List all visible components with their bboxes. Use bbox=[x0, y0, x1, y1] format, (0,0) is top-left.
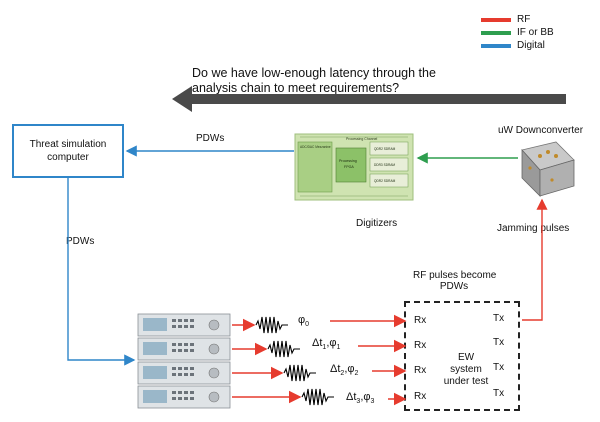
ew-tx-port: Tx bbox=[493, 388, 505, 399]
latency-question-line2: analysis chain to meet requirements? bbox=[192, 81, 400, 95]
pulse-label-2: Δt2,φ2 bbox=[330, 363, 359, 378]
legend-label-digital: Digital bbox=[517, 40, 545, 51]
digitizer-center-block-line2: FPGA bbox=[344, 165, 354, 169]
latency-question-line1: Do we have low-enough latency through th… bbox=[192, 66, 436, 80]
digitizer-board-title: Processing Channel bbox=[346, 137, 378, 141]
uw-downconverter-image bbox=[521, 141, 575, 197]
ew-system-label-line2: system bbox=[450, 364, 482, 375]
pulse-waveform-3 bbox=[301, 388, 334, 406]
pulse-waveforms bbox=[255, 316, 334, 406]
pdw-link-computer-to-generators bbox=[67, 178, 136, 366]
ew-tx-port: Tx bbox=[493, 313, 505, 324]
rf-ew-arrows bbox=[330, 314, 407, 406]
ew-system-box bbox=[404, 301, 520, 411]
pulse-waveform-2 bbox=[283, 364, 316, 382]
threat-box-line1: Threat simulation bbox=[29, 139, 107, 150]
legend-swatch-digital bbox=[481, 43, 511, 48]
ew-system-label-line1: EW bbox=[457, 352, 475, 363]
threat-simulation-computer-box: Threat simulation computer bbox=[12, 124, 124, 178]
rf-link-jamming-pulses bbox=[522, 198, 548, 321]
legend-swatch-if-bb bbox=[481, 30, 511, 35]
rf-pulses-label: RF pulses become PDWs bbox=[413, 270, 497, 292]
digitizer-center-block-line1: Processing bbox=[339, 159, 357, 163]
threat-box-line2: computer bbox=[47, 152, 89, 163]
signal-generator-stack bbox=[137, 313, 231, 409]
pulse-waveform-0 bbox=[255, 316, 288, 334]
pulse-label-3: Δt3,φ3 bbox=[346, 391, 375, 406]
rf-pulses-label-line1: RF pulses become bbox=[413, 270, 497, 281]
ew-system-label: EW system under test bbox=[436, 352, 496, 388]
ew-system-label-line3: under test bbox=[443, 376, 489, 387]
legend-item-rf: RF bbox=[481, 14, 530, 25]
latency-question: Do we have low-enough latency through th… bbox=[192, 66, 492, 96]
legend-item-digital: Digital bbox=[481, 40, 545, 51]
pulse-label-1: Δt1,φ1 bbox=[312, 337, 341, 352]
pulse-label-0: φ0 bbox=[298, 314, 310, 329]
ew-rx-port: Rx bbox=[414, 391, 427, 402]
ew-tx-port: Tx bbox=[493, 337, 505, 348]
rf-pulses-label-line2: PDWs bbox=[439, 281, 469, 292]
digitizer-left-block-label: ADC/DAC Mezzanine bbox=[300, 145, 331, 149]
ew-rx-port: Rx bbox=[414, 365, 427, 376]
pdws-top-label: PDWs bbox=[196, 133, 225, 144]
rf-generator-arrows bbox=[232, 318, 302, 404]
ew-tx-port: Tx bbox=[493, 362, 505, 373]
legend-label-if-bb: IF or BB bbox=[517, 27, 554, 38]
jamming-pulses-label: Jamming pulses bbox=[497, 223, 570, 234]
digital-links bbox=[67, 145, 294, 366]
latency-arrow bbox=[172, 86, 566, 112]
legend-item-if-bb: IF or BB bbox=[481, 27, 554, 38]
legend-label-rf: RF bbox=[517, 14, 531, 25]
ew-rx-port: Rx bbox=[414, 315, 427, 326]
digitizer-memory-0: QDR2 SDRAM bbox=[374, 147, 396, 151]
pulse-waveform-1 bbox=[267, 340, 300, 358]
digitizers-label: Digitizers bbox=[356, 218, 398, 229]
ew-rx-port: Rx bbox=[414, 340, 427, 351]
digitizer-memory-2: QDR2 SDRAM bbox=[374, 179, 396, 183]
legend-swatch-rf bbox=[481, 17, 511, 22]
pdws-left-label: PDWs bbox=[66, 236, 95, 247]
digitizer-board-image: Processing Channel ADC/DAC Mezzanine Pro… bbox=[294, 133, 414, 201]
digitizer-memory-1: DDR3 SDRAM bbox=[374, 163, 395, 167]
uw-downconverter-label: uW Downconverter bbox=[498, 125, 584, 136]
